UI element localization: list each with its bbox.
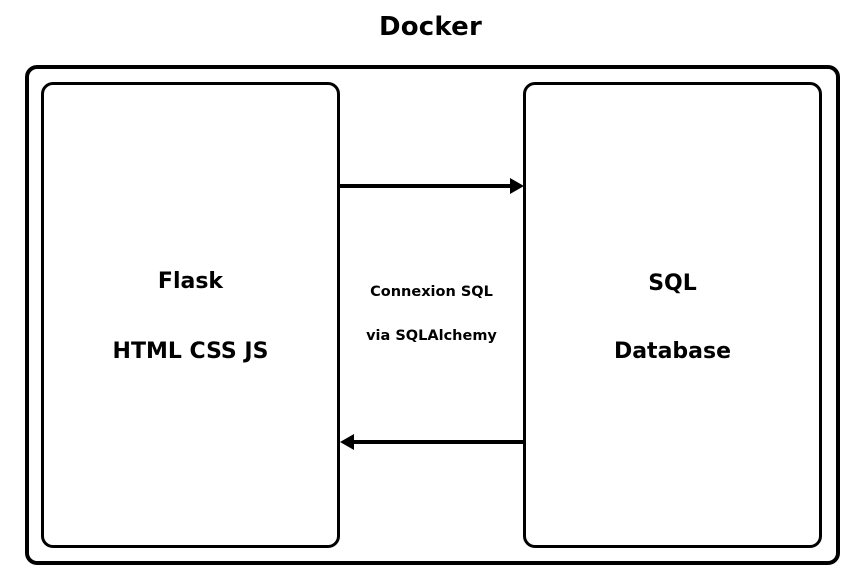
flask-label: Flask bbox=[157, 269, 224, 294]
docker-container-box bbox=[25, 65, 840, 565]
connection-label: Connexion SQL bbox=[370, 284, 493, 300]
database-label: Database bbox=[613, 339, 732, 364]
sqlalchemy-label: via SQLAlchemy bbox=[366, 328, 497, 344]
flask-box: Flask HTML CSS JS bbox=[41, 82, 340, 548]
diagram-title: Docker bbox=[378, 12, 483, 42]
database-box: SQL Database bbox=[523, 82, 822, 548]
web-stack-label: HTML CSS JS bbox=[112, 339, 269, 364]
sql-label: SQL bbox=[648, 271, 697, 296]
